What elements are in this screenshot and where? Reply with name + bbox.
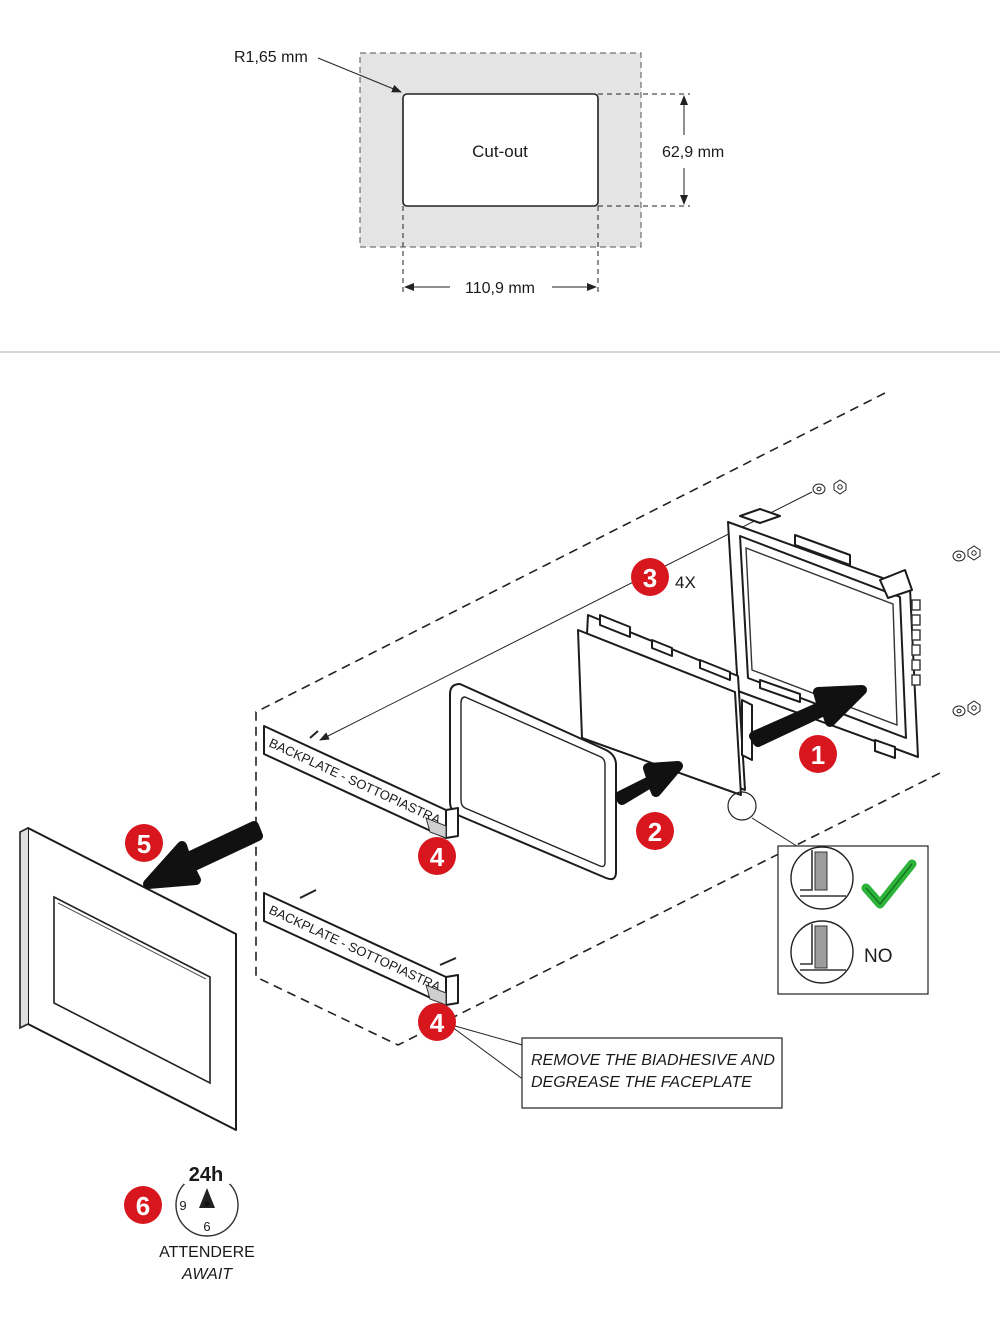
note-line-1: REMOVE THE BIADHESIVE AND xyxy=(531,1052,775,1069)
detail-inset: NO xyxy=(727,791,929,995)
note-line-2: DEGREASE THE FACEPLATE xyxy=(531,1074,752,1091)
wait-hours-label: 24h xyxy=(189,1164,223,1186)
cutout-height-label: 62,9 mm xyxy=(662,144,724,161)
assembly-drawing: BACKPLATE - SOTTOPIASTRA BACKPLATE - SOT… xyxy=(19,392,981,1224)
note-callout: REMOVE THE BIADHESIVE AND DEGREASE THE F… xyxy=(447,1023,783,1109)
clock-bottom-number: 6 xyxy=(203,1219,210,1234)
washer-nut-right-top xyxy=(952,545,981,562)
cutout-width-label: 110,9 mm xyxy=(465,280,535,297)
wait-label-it: ATTENDERE xyxy=(159,1244,255,1261)
step-badge-3: 3 xyxy=(631,558,669,596)
svg-text:6: 6 xyxy=(136,1191,150,1221)
check-no-label: NO xyxy=(864,946,893,967)
faceplate xyxy=(19,827,237,1131)
svg-text:5: 5 xyxy=(137,829,151,859)
display-module xyxy=(577,614,753,796)
backplate-label-bottom: BACKPLATE - SOTTOPIASTRA xyxy=(267,902,444,994)
wait-label-en: AWAIT xyxy=(181,1266,233,1283)
svg-text:4: 4 xyxy=(430,842,445,872)
svg-text:1: 1 xyxy=(811,740,825,770)
housing-unit xyxy=(727,508,921,759)
cutout-drawing: Cut-out R1,65 mm 62,9 mm 110,9 mm xyxy=(234,49,724,297)
washer-nut-top xyxy=(812,479,847,495)
step-badge-6: 6 xyxy=(124,1186,162,1224)
clock-left-number: 9 xyxy=(179,1198,186,1213)
svg-text:2: 2 xyxy=(648,817,662,847)
wait-indicator: 24h 9 6 ATTENDERE AWAIT xyxy=(159,1162,255,1283)
cutout-radius-label: R1,65 mm xyxy=(234,49,308,66)
assembly-outline xyxy=(255,392,945,1046)
radius-leader xyxy=(317,57,402,93)
step-badge-4-bottom: 4 xyxy=(418,1003,456,1041)
backplate-strip-top: BACKPLATE - SOTTOPIASTRA xyxy=(263,725,459,839)
gasket-frame xyxy=(449,683,617,881)
cutout-center-label: Cut-out xyxy=(472,142,528,161)
step-badge-1: 1 xyxy=(799,735,837,773)
washer-nut-right-bottom xyxy=(952,700,981,717)
arrow-step-5 xyxy=(143,821,263,889)
backplate-label-top: BACKPLATE - SOTTOPIASTRA xyxy=(267,735,444,827)
arrow-step-2 xyxy=(615,761,683,805)
backplate-strip-bottom: BACKPLATE - SOTTOPIASTRA xyxy=(263,889,459,1006)
step-badge-2: 2 xyxy=(636,812,674,850)
arrow-step-1 xyxy=(749,685,867,747)
step-badge-4-top: 4 xyxy=(418,837,456,875)
svg-text:4: 4 xyxy=(430,1008,445,1038)
quantity-label: 4X xyxy=(675,573,696,592)
step-badge-5: 5 xyxy=(125,824,163,862)
svg-text:3: 3 xyxy=(643,563,657,593)
cutout-hole xyxy=(402,93,599,207)
